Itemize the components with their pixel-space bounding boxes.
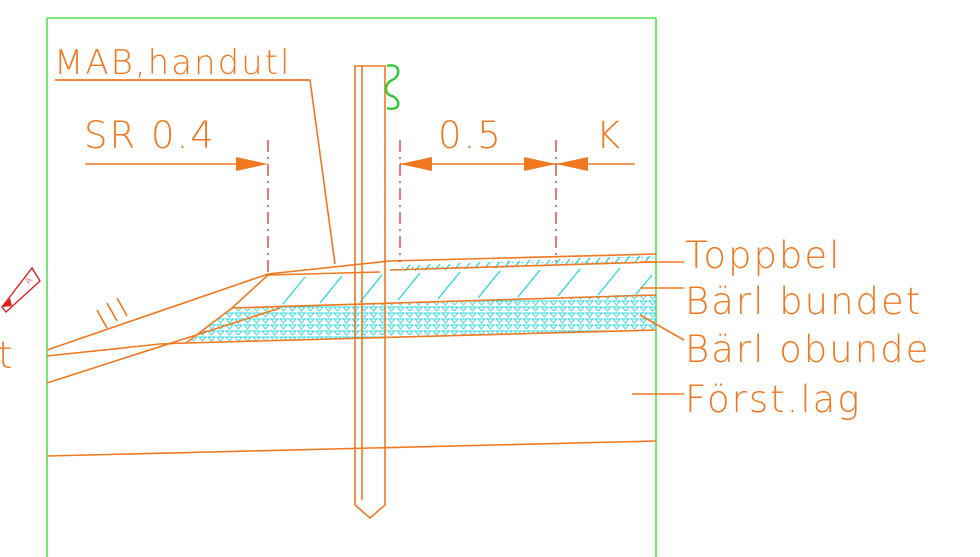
label-toppbel: Toppbel	[685, 234, 841, 277]
label-k: K	[596, 114, 622, 157]
center-lines	[267, 140, 557, 274]
construction-lines	[46, 79, 685, 457]
label-forst-lag: Först.lag	[685, 378, 862, 421]
dimension-arrows	[236, 157, 588, 171]
label-sr-04: SR 0.4	[84, 114, 216, 157]
toppbel-hatch	[404, 255, 651, 272]
label-left-cut: t	[0, 334, 15, 377]
slope-mark	[96, 297, 128, 329]
break-symbol-icon	[384, 64, 400, 110]
label-mab-handutl: MAB,handutl	[54, 43, 292, 83]
marker-letter: A	[23, 276, 35, 287]
barl-bundet-hatch	[282, 267, 653, 305]
toppbel-layer	[400, 256, 656, 272]
label-barl-bundet: Bärl bundet	[685, 280, 922, 323]
label-dim-05: 0.5	[438, 114, 503, 157]
guard-post	[354, 65, 386, 520]
barl-obundet-layer	[186, 294, 656, 343]
section-arrow-icon	[1, 266, 41, 314]
label-barl-obundet: Bärl obunde	[685, 328, 930, 371]
